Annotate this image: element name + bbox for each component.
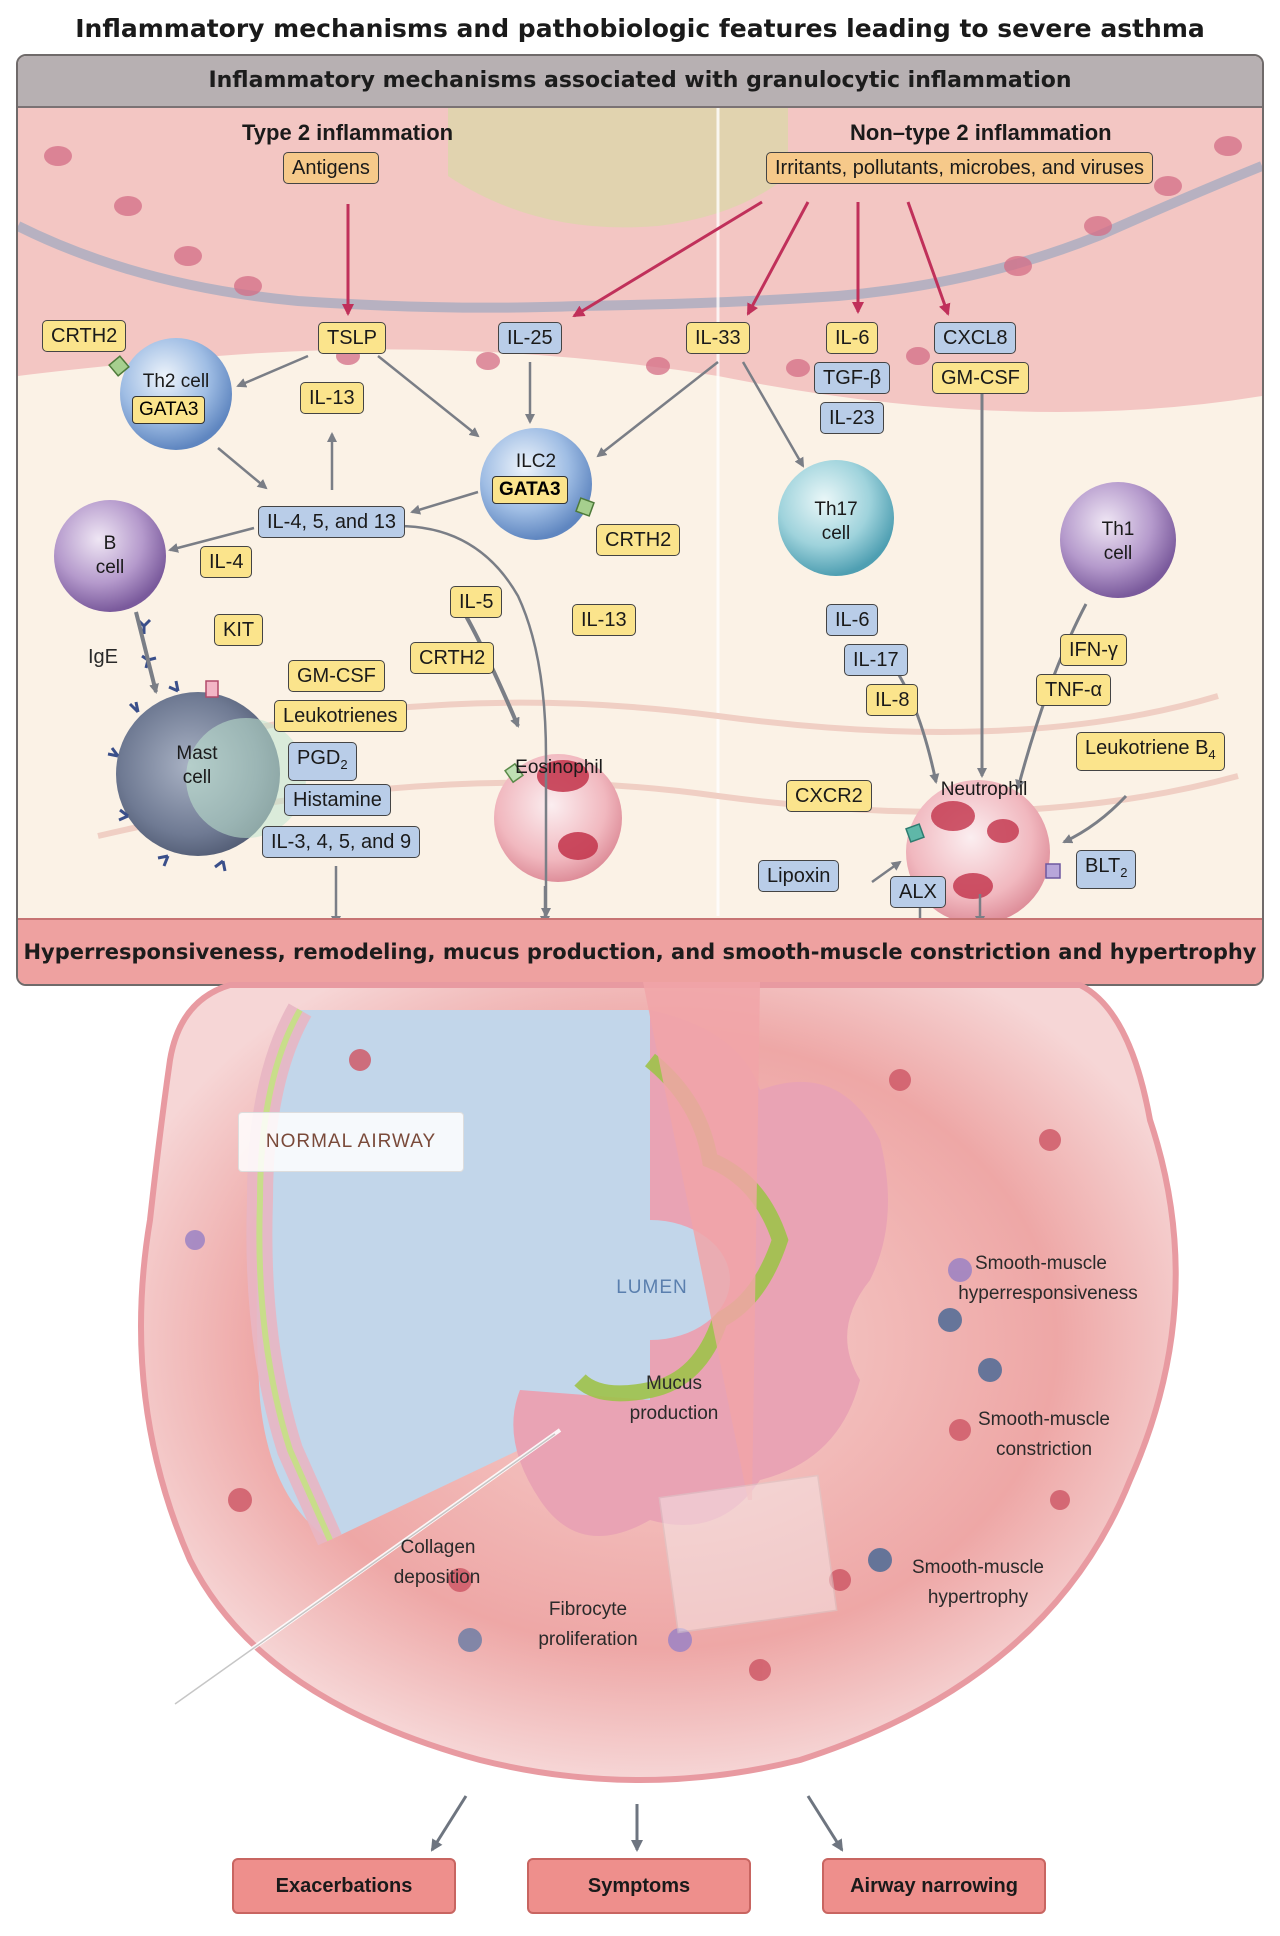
- th2-cell-shape: [120, 338, 232, 450]
- panel-illustration: [18, 106, 1262, 928]
- normal-lumen: [256, 1010, 650, 1540]
- asthmatic-mucosa: [513, 1010, 888, 1536]
- panel-header: Inflammatory mechanisms associated with …: [18, 56, 1262, 108]
- fibrocyte-label-1: Fibrocyte: [548, 1599, 628, 1620]
- normal-airway-label: NORMAL AIRWAY: [238, 1112, 464, 1172]
- il13-mid-label: IL-13: [572, 604, 636, 636]
- tnfa-label: TNF-α: [1036, 674, 1112, 706]
- smooth-constriction-label-1: Smooth-muscle: [978, 1409, 1110, 1430]
- mast-cell-label-1: Mast: [176, 743, 218, 764]
- th17-label-1: Th17: [814, 499, 858, 520]
- neutrophil-label: Neutrophil: [940, 779, 1028, 800]
- crth2-ilc2-label: CRTH2: [596, 524, 681, 556]
- th2-cell-label: Th2 cell: [142, 371, 210, 392]
- irritants-label: Irritants, pollutants, microbes, and vir…: [766, 152, 1154, 184]
- th1-label-1: Th1: [1101, 519, 1135, 540]
- smooth-hypertrophy-label-1: Smooth-muscle: [912, 1557, 1044, 1578]
- il23-label: IL-23: [820, 402, 884, 434]
- kit-label: KIT: [214, 614, 264, 646]
- tslp-label: TSLP: [318, 322, 387, 354]
- ilc2-label: ILC2: [515, 451, 557, 472]
- il4513-label: IL-4, 5, and 13: [258, 506, 405, 538]
- collagen-label-2: deposition: [393, 1567, 481, 1588]
- gmcsf-nontype2-label: GM-CSF: [932, 362, 1029, 394]
- tgfb-label: TGF-β: [814, 362, 891, 394]
- mast-cell-label-2: cell: [182, 767, 212, 788]
- il4-label: IL-4: [200, 546, 253, 578]
- cxcr2-label: CXCR2: [786, 780, 872, 812]
- ige-label: IgE: [88, 646, 119, 668]
- mast-cell-shape: [107, 680, 306, 872]
- panel-footer: Hyperresponsiveness, remodeling, mucus p…: [18, 918, 1262, 984]
- crth2-th2-label: CRTH2: [42, 320, 127, 352]
- th17-label-2: cell: [821, 523, 851, 544]
- il33-label: IL-33: [686, 322, 750, 354]
- il6-label: IL-6: [826, 604, 879, 636]
- il3459-label: IL-3, 4, 5, and 9: [262, 826, 421, 858]
- alx-label: ALX: [890, 876, 946, 908]
- pgd2-label: PGD2: [288, 742, 357, 781]
- il8-label: IL-8: [866, 684, 919, 716]
- outcome-exacerbations: Exacerbations: [232, 1858, 456, 1914]
- smooth-constriction-label-2: constriction: [995, 1439, 1093, 1460]
- il6-top-label: IL-6: [826, 322, 879, 354]
- crth2-eos-label: CRTH2: [410, 642, 495, 674]
- nontype2-heading: Non–type 2 inflammation: [850, 120, 1112, 145]
- outcome-symptoms: Symptoms: [527, 1858, 751, 1914]
- b-cell-label-2: cell: [95, 557, 125, 578]
- th17-cell-shape: [778, 460, 894, 576]
- mucus-label-2: production: [629, 1403, 719, 1424]
- gata3-ilc2-label: GATA3: [492, 476, 568, 504]
- th1-label-2: cell: [1103, 543, 1133, 564]
- figure-title: Inflammatory mechanisms and pathobiologi…: [75, 14, 1205, 43]
- il25-label: IL-25: [498, 322, 562, 354]
- collagen-label-1: Collagen: [400, 1537, 476, 1558]
- blt2-label: BLT2: [1076, 850, 1137, 889]
- lipoxin-label: Lipoxin: [758, 860, 840, 892]
- smooth-hypertrophy-label-2: hypertrophy: [927, 1587, 1029, 1608]
- lumen-label: LUMEN: [616, 1277, 688, 1298]
- smooth-hyper-label-2: hyperresponsiveness: [958, 1283, 1138, 1304]
- il17-label: IL-17: [844, 644, 908, 676]
- gata3-th2-label: GATA3: [132, 396, 206, 424]
- outcome-airway-narrowing: Airway narrowing: [822, 1858, 1046, 1914]
- leukotrienes-label: Leukotrienes: [274, 700, 407, 732]
- il13-top-label: IL-13: [300, 382, 364, 414]
- th1-cell-shape: [1060, 482, 1176, 598]
- ifng-label: IFN-γ: [1060, 634, 1127, 666]
- smooth-hyper-label-1: Smooth-muscle: [975, 1253, 1107, 1274]
- antigens-label: Antigens: [283, 152, 379, 184]
- eosinophil-shape: [494, 754, 622, 882]
- b-cell-label-1: B: [103, 533, 117, 554]
- ltb4-label: Leukotriene B4: [1076, 732, 1225, 771]
- histamine-label: Histamine: [284, 784, 391, 816]
- mechanisms-panel: Inflammatory mechanisms associated with …: [16, 54, 1264, 986]
- mucus-label-1: Mucus: [646, 1373, 702, 1394]
- b-cell-shape: [54, 500, 166, 612]
- fibrocyte-label-2: proliferation: [538, 1629, 638, 1650]
- type2-heading: Type 2 inflammation: [242, 120, 454, 145]
- il5-label: IL-5: [450, 586, 503, 618]
- eosinophil-label: Eosinophil: [515, 757, 603, 778]
- gmcsf-type2-label: GM-CSF: [288, 660, 385, 692]
- cxcl8-label: CXCL8: [934, 322, 1017, 354]
